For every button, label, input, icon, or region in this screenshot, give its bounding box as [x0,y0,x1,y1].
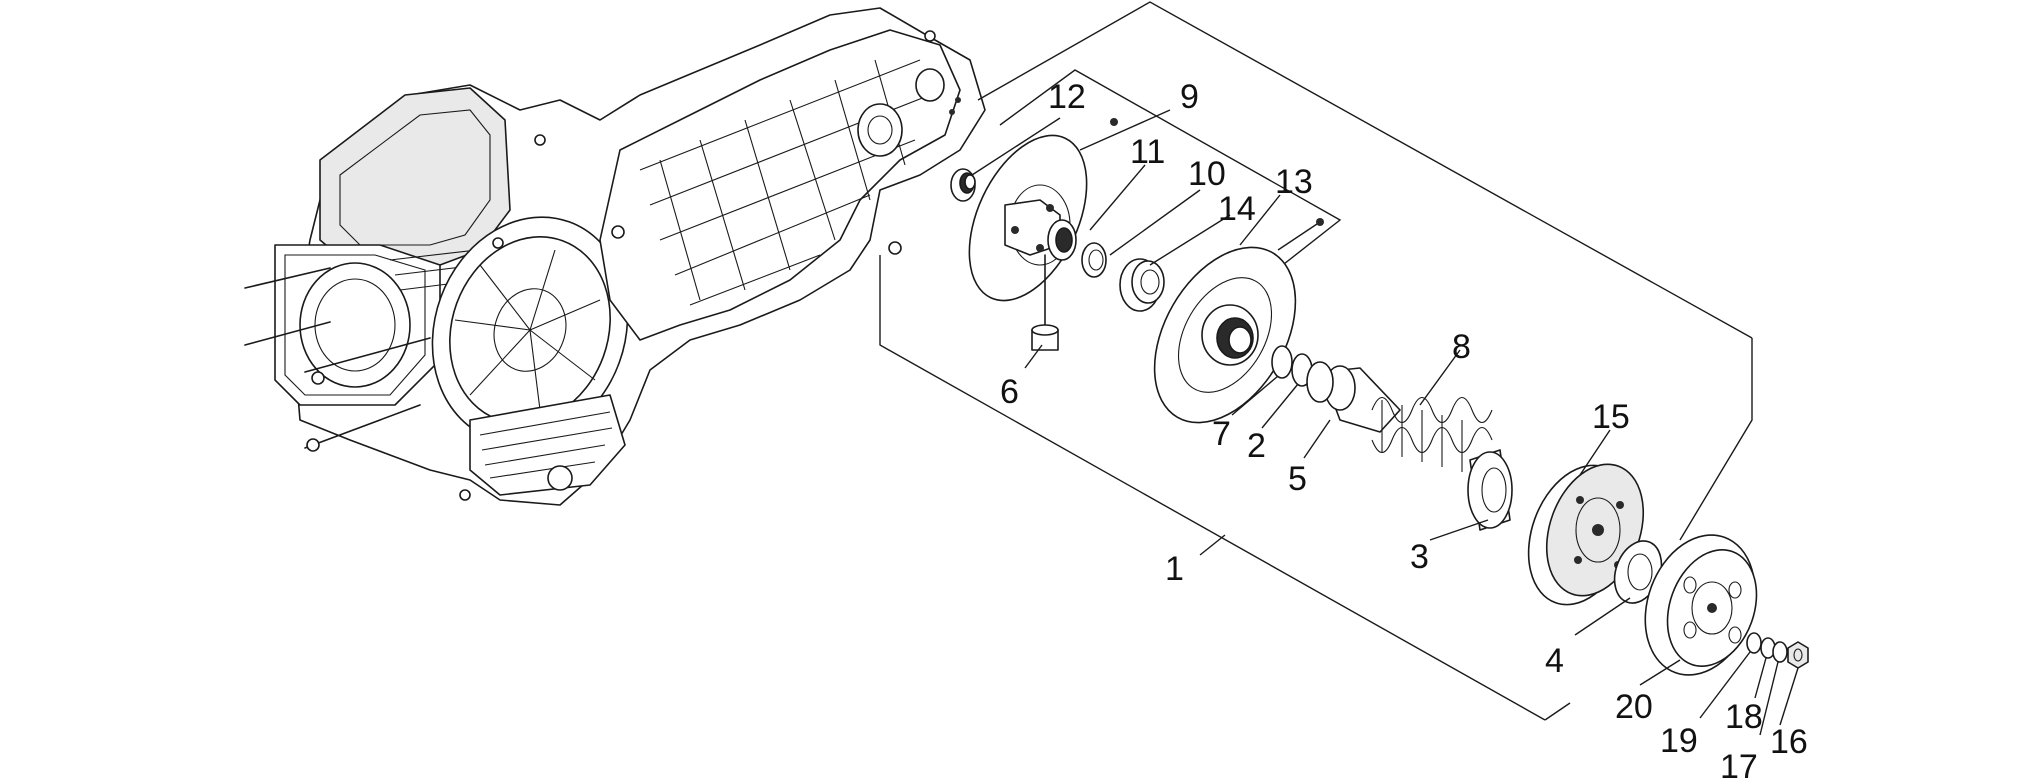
callout-3: 3 [1410,538,1429,576]
part-6-pin [1031,254,1059,351]
part-4-washer [1613,540,1663,604]
part-5-sleeve [1306,361,1401,433]
callout-2: 2 [1247,427,1266,465]
part-8-spring [1371,396,1493,472]
callout-19: 19 [1660,722,1698,760]
assembly-boundary-1 [879,1,1753,721]
callout-17: 17 [1720,748,1758,781]
part-13-movable-half-pulley [1153,246,1297,424]
part-10-ring [1081,242,1107,278]
callout-13: 13 [1275,163,1313,201]
callout-11: 11 [1130,133,1165,171]
part-14-bushing [1119,258,1165,312]
sub-assembly-boundary [999,69,1342,276]
callout-6: 6 [1000,373,1019,411]
part-19-washer [1746,632,1762,654]
callout-10: 10 [1188,155,1226,193]
part-11-bearing [1047,219,1077,261]
callout-labels: 1 2 3 4 5 6 7 8 9 10 11 12 13 14 15 16 1… [1000,78,1808,781]
part-7-oring [1271,345,1293,379]
callout-7: 7 [1212,415,1231,453]
leader-lines [971,109,1799,736]
callout-12: 12 [1048,78,1086,116]
crankcase [244,7,986,506]
callout-18: 18 [1725,698,1763,736]
part-12-bearing [950,168,976,202]
part-20-clutch-bell [1644,534,1758,676]
part-17-washer [1772,641,1788,663]
callout-9: 9 [1180,78,1199,116]
callout-8: 8 [1452,328,1471,366]
callout-14: 14 [1218,190,1256,228]
callout-16: 16 [1770,723,1808,761]
callout-15: 15 [1592,398,1630,436]
callout-1: 1 [1165,550,1184,588]
callout-20: 20 [1615,688,1653,726]
part-16-nut [1787,641,1809,669]
callout-5: 5 [1288,460,1307,498]
callout-4: 4 [1545,642,1564,680]
part-3-spring-cup [1467,449,1513,531]
